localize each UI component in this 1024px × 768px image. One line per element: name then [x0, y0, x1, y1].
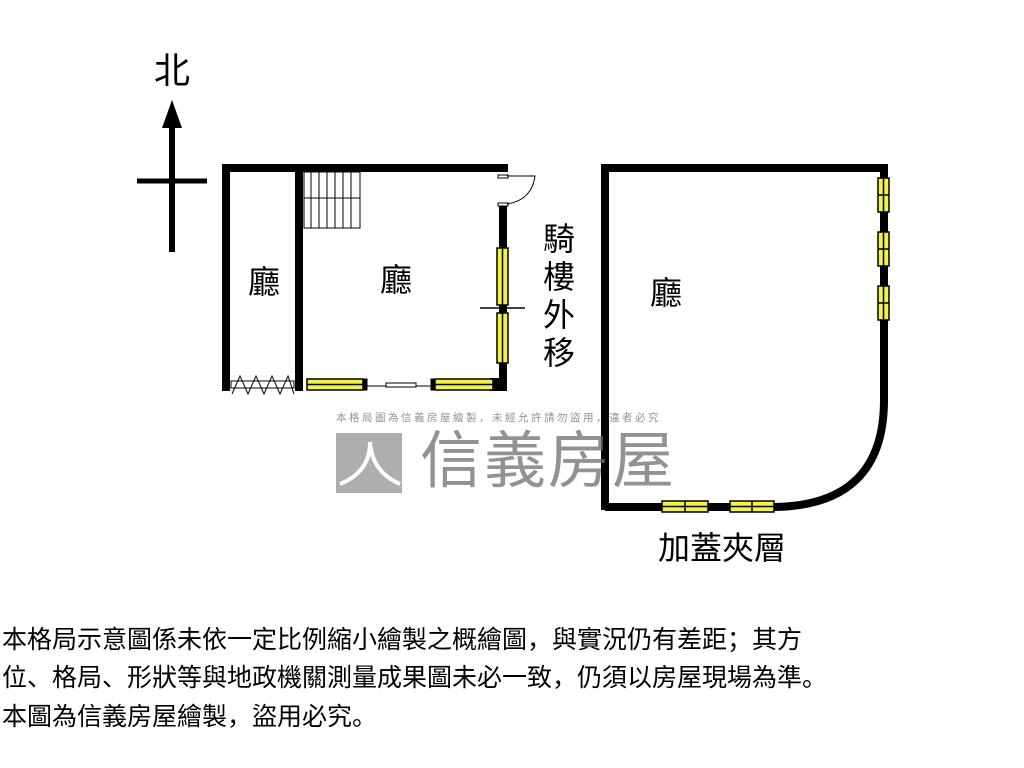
- railing: [230, 374, 295, 396]
- arcade-char: 騎: [542, 220, 575, 258]
- room-label-left: 廳: [248, 263, 281, 301]
- arcade-char: 移: [542, 334, 575, 372]
- watermark-notice: 本格局圖為信義房屋繪製，未經允許請勿盜用，違者必究: [336, 412, 661, 424]
- north-label: 北: [154, 51, 191, 92]
- door: [497, 174, 536, 207]
- mezzanine-label: 加蓋夾層: [658, 529, 787, 567]
- watermark-logo-icon: [336, 433, 402, 493]
- windows-left-unit: [306, 247, 509, 391]
- arcade-char: 樓: [542, 258, 575, 296]
- arcade-label: 騎 樓 外 移: [542, 220, 576, 372]
- north-compass-icon: [137, 100, 207, 252]
- windows-right-unit: [661, 177, 890, 513]
- arcade-char: 外: [542, 296, 575, 334]
- watermark-brand: 信義房屋: [420, 424, 677, 497]
- room-label-right: 廳: [650, 274, 683, 312]
- disclaimer-line-1: 本格局示意圖係未依一定比例縮小繪製之概繪圖，與實況仍有差距；其方: [2, 625, 803, 654]
- sliding-door: [362, 378, 436, 391]
- room-label-middle: 廳: [380, 261, 413, 299]
- right-unit-walls: [601, 164, 888, 511]
- disclaimer-line-2: 位、格局、形狀等與地政機關測量成果圖未必一致，仍須以房屋現場為準。: [2, 663, 828, 692]
- staircase: [303, 171, 361, 229]
- disclaimer-line-3: 本圖為信義房屋繪製，盜用必究。: [2, 702, 378, 731]
